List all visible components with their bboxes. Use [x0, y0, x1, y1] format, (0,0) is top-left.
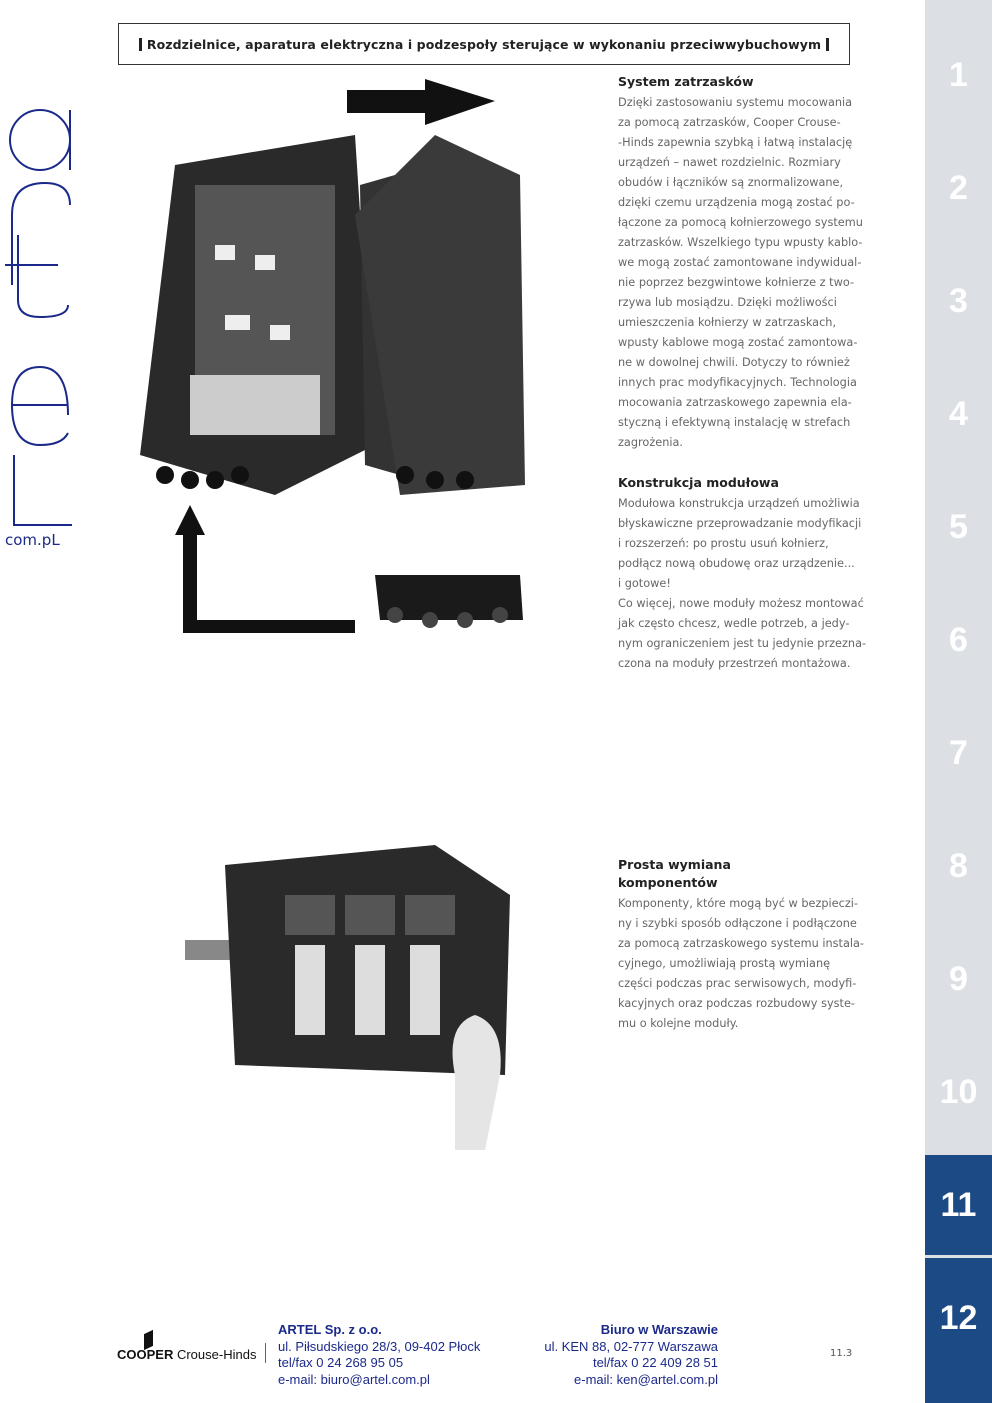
chapter-tab-1[interactable]: 1 — [949, 56, 968, 94]
chapter-tab-10[interactable]: 10 — [939, 1073, 978, 1111]
chapter-tab-6[interactable]: 6 — [949, 621, 968, 659]
text-line: jak często chcesz, wedle potrzeb, a jedy… — [618, 617, 850, 630]
email-link[interactable]: e-mail: ken@artel.com.pl — [574, 1371, 718, 1387]
text-line: kacyjnych oraz podczas rozbudowy syste- — [618, 997, 855, 1010]
svg-text:com.pL: com.pL — [5, 531, 60, 549]
text-line: cyjnego, umożliwiają prostą wymianę — [618, 957, 831, 970]
section-modular: Konstrukcja modułowa Modułowa konstrukcj… — [618, 474, 867, 674]
enclosure-image — [140, 79, 525, 633]
chapter-tab-8[interactable]: 8 — [949, 847, 968, 885]
text-line: ny i szybki sposób odłączone i podłączon… — [618, 917, 857, 930]
text-line: i rozszerzeń: po prostu usuń kołnierz, — [618, 537, 829, 550]
text-line: Dzięki zastosowaniu systemu mocowania — [618, 96, 853, 109]
text-line: umieszczenia kołnierzy w zatrzaskach, — [618, 316, 837, 329]
text-line: -Hinds zapewnia szybką i łatwą instalacj… — [618, 136, 853, 149]
chapter-tab-4[interactable]: 4 — [949, 395, 968, 433]
text-line: mocowania zatrzaskowego zapewnia ela- — [618, 396, 852, 409]
section-title: Prosta wymiana komponentów — [618, 857, 731, 890]
text-line: ne w dowolnej chwili. Dotyczy to również — [618, 356, 850, 369]
text-line: rzywa lub mosiądzu. Dzięki możliwości — [618, 296, 837, 309]
text-line: wpusty kablowe mogą zostać zamontowa- — [618, 336, 858, 349]
text-line: we mogą zostać zamontowane indywidual- — [618, 256, 862, 269]
text-line: za pomocą zatrzasków, Cooper Crouse- — [618, 116, 841, 129]
chapter-tab-7[interactable]: 7 — [949, 734, 968, 772]
components-image — [185, 845, 510, 1150]
text-line: Komponenty, które mogą być w bezpieczi- — [618, 897, 858, 910]
section-title: Konstrukcja modułowa — [618, 475, 779, 490]
text-line: za pomocą zatrzaskowego systemu instala- — [618, 937, 865, 950]
section-title: System zatrzasków — [618, 74, 754, 89]
artel-logo: com.pL — [5, 109, 72, 549]
text-line: nie poprzez bezgwintowe kołnierze z two- — [618, 276, 855, 289]
text-line: podłącz nową obudowę oraz urządzenie... — [618, 557, 855, 570]
text-line: obudów i łączników są znormalizowane, — [618, 176, 844, 189]
section-snap-system: System zatrzasków Dzięki zastosowaniu sy… — [618, 73, 863, 453]
chapter-tab-2[interactable]: 2 — [949, 169, 968, 207]
text-line: nym ograniczeniem jest tu jedynie przezn… — [618, 637, 867, 650]
page-header: Rozdzielnice, aparatura elektryczna i po… — [118, 23, 850, 65]
chapter-tab-11[interactable]: 11 — [940, 1186, 977, 1224]
text-line: i gotowe! — [618, 577, 671, 590]
text-line: zatrzasków. Wszelkiego typu wpusty kablo… — [618, 236, 863, 249]
text-line: Modułowa konstrukcja urządzeń umożliwia — [618, 497, 860, 510]
chapter-tab-3[interactable]: 3 — [949, 282, 968, 320]
text-line: części podczas prac serwisowych, modyfi- — [618, 977, 857, 990]
company-address: ARTEL Sp. z o.o.ul. Piłsudskiego 28/3, 0… — [278, 1322, 481, 1387]
text-line: styczną i efektywną instalację w strefac… — [618, 416, 851, 429]
chapter-tab-9[interactable]: 9 — [949, 960, 968, 998]
text-line: mu o kolejne moduły. — [618, 1017, 739, 1030]
section-component-exchange: Prosta wymiana komponentów Komponenty, k… — [618, 856, 865, 1034]
text-line: Co więcej, nowe moduły możesz montować — [618, 597, 864, 610]
text-line: czona na moduły przestrzeń montażowa. — [618, 657, 851, 670]
chapter-tab-12[interactable]: 12 — [939, 1299, 978, 1337]
text-line: zagrożenia. — [618, 436, 684, 449]
arrow-up-icon — [175, 505, 355, 633]
chapter-tab-5[interactable]: 5 — [949, 508, 968, 546]
page-number: 11.3 — [830, 1348, 853, 1359]
email-link[interactable]: e-mail: biuro@artel.com.pl — [278, 1371, 430, 1387]
text-line: urządzeń – nawet rozdzielnic. Rozmiary — [618, 156, 841, 169]
text-line: łączone za pomocą kołnierzowego systemu — [618, 216, 863, 229]
text-line: błyskawiczne przeprowadzanie modyfikacji — [618, 517, 862, 530]
header-title: Rozdzielnice, aparatura elektryczna i po… — [146, 36, 822, 52]
text-line: innych prac modyfikacyjnych. Technologia — [618, 376, 857, 389]
arrow-right-icon — [347, 79, 495, 125]
text-line: dzięki czemu urządzenia mogą zostać po- — [618, 196, 855, 209]
